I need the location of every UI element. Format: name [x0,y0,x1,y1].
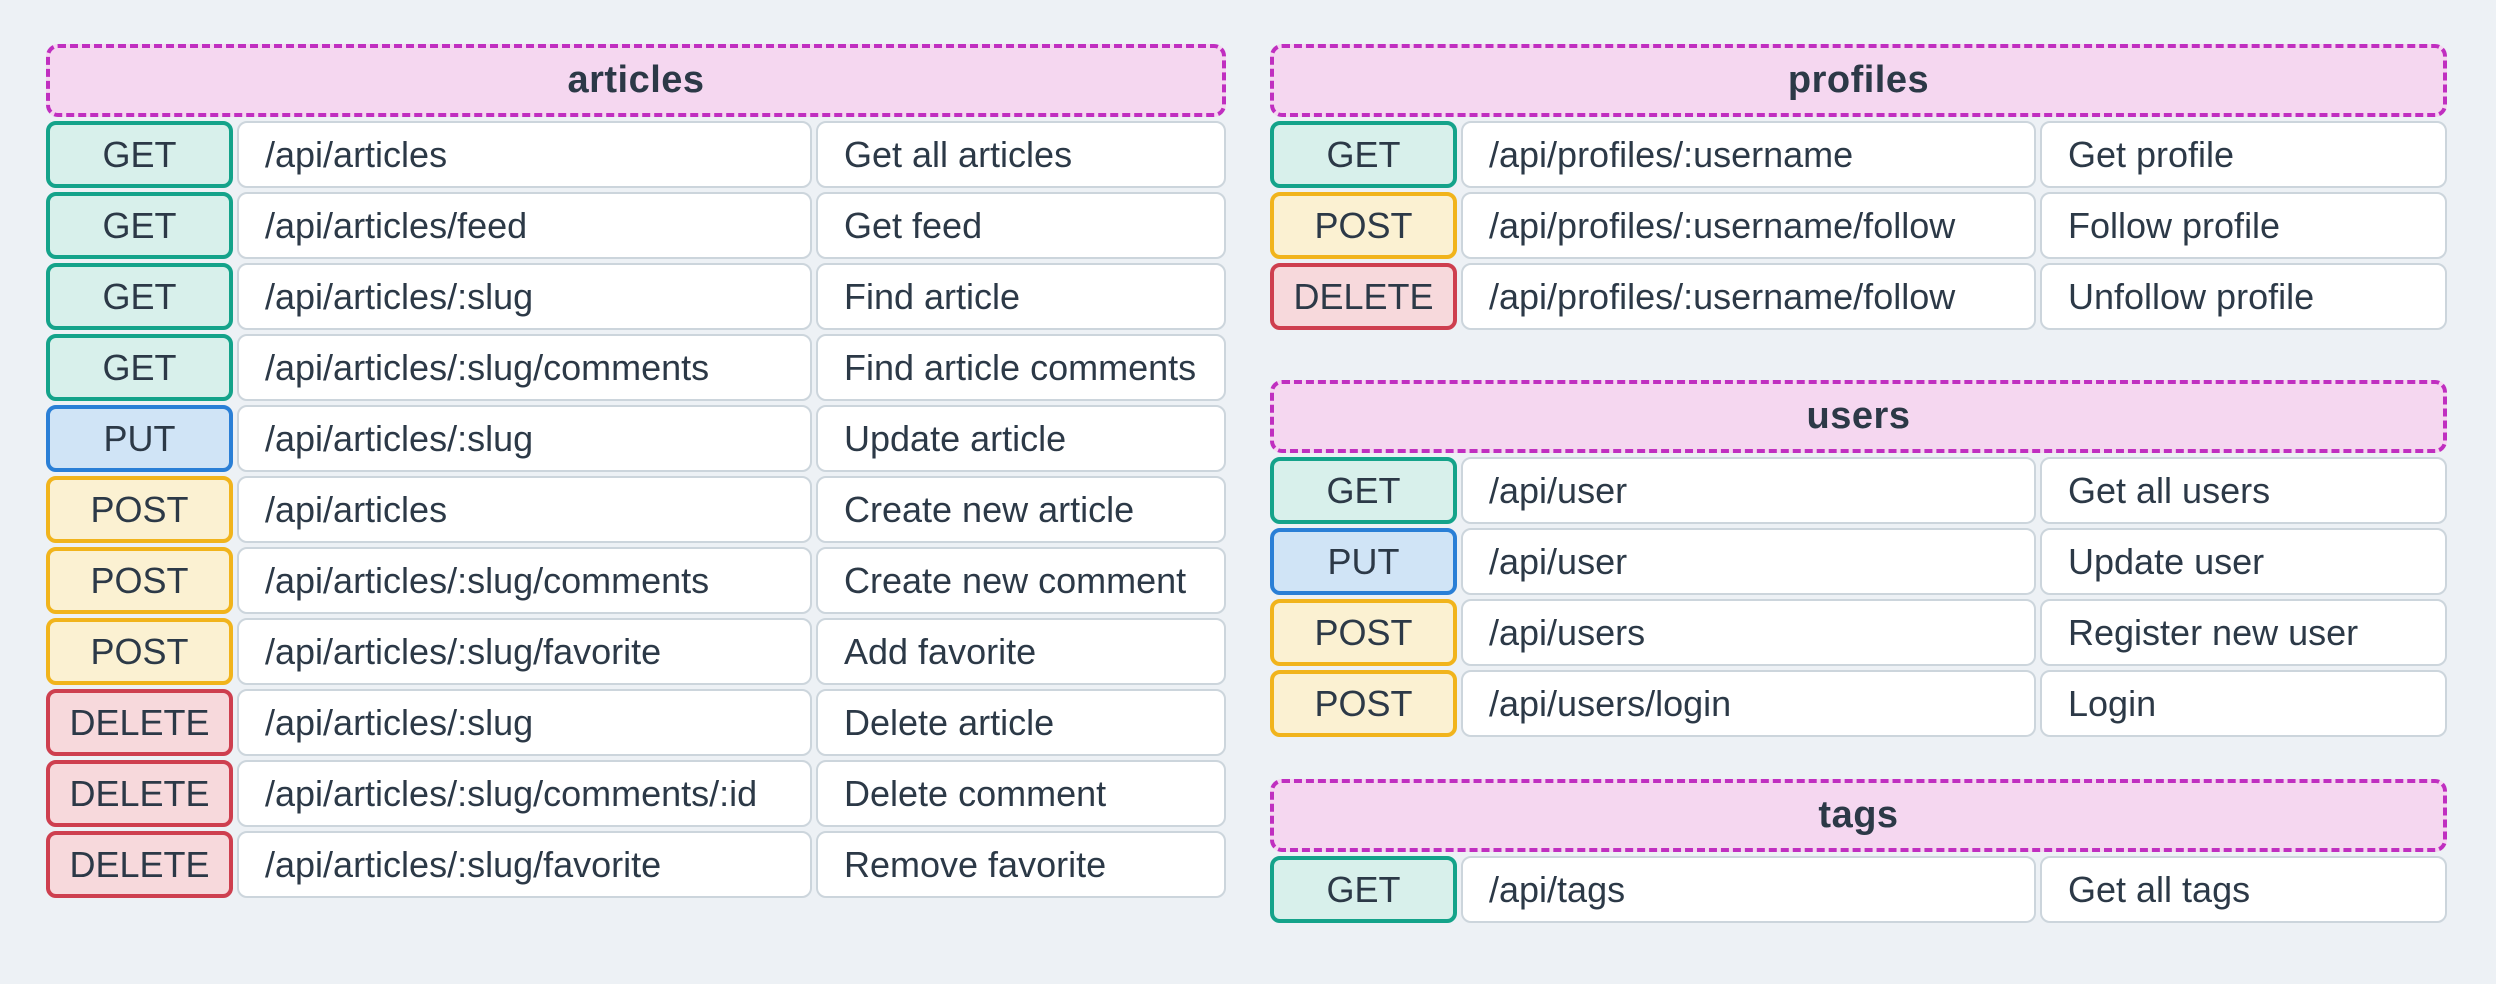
route-description: Get all articles [816,121,1226,188]
route-description: Login [2040,670,2447,737]
route-description: Create new comment [816,547,1226,614]
route-description: Delete article [816,689,1226,756]
table-row: POST /api/users Register new user [1270,599,2447,666]
route-path: /api/articles/:slug/comments [237,334,812,401]
table-row: DELETE /api/articles/:slug/comments/:id … [46,760,1226,827]
route-path: /api/users [1461,599,2036,666]
route-path: /api/tags [1461,856,2036,923]
method-badge-get: GET [46,334,233,401]
table-row: GET /api/user Get all users [1270,457,2447,524]
route-path: /api/articles/:slug/comments/:id [237,760,812,827]
table-header: profiles [1270,44,2447,117]
table-row: GET /api/profiles/:username Get profile [1270,121,2447,188]
route-path: /api/profiles/:username [1461,121,2036,188]
table-rows: GET /api/articles Get all articles GET /… [46,121,1226,898]
route-path: /api/user [1461,528,2036,595]
route-description: Get all users [2040,457,2447,524]
method-badge-delete: DELETE [46,689,233,756]
method-badge-post: POST [1270,599,1457,666]
method-badge-post: POST [46,476,233,543]
route-description: Add favorite [816,618,1226,685]
api-table-articles: articles GET /api/articles Get all artic… [46,44,1226,898]
table-row: PUT /api/articles/:slug Update article [46,405,1226,472]
table-rows: GET /api/profiles/:username Get profile … [1270,121,2447,330]
route-description: Create new article [816,476,1226,543]
route-description: Get profile [2040,121,2447,188]
table-row: PUT /api/user Update user [1270,528,2447,595]
route-description: Remove favorite [816,831,1226,898]
method-badge-delete: DELETE [46,760,233,827]
route-path: /api/articles/:slug/favorite [237,618,812,685]
route-description: Delete comment [816,760,1226,827]
route-path: /api/user [1461,457,2036,524]
route-description: Update article [816,405,1226,472]
right-column: profiles GET /api/profiles/:username Get… [1270,44,2447,927]
route-path: /api/articles/:slug [237,263,812,330]
route-description: Find article comments [816,334,1226,401]
method-badge-get: GET [1270,457,1457,524]
table-row: POST /api/articles/:slug/comments Create… [46,547,1226,614]
route-description: Register new user [2040,599,2447,666]
route-path: /api/articles [237,121,812,188]
method-badge-delete: DELETE [1270,263,1457,330]
method-badge-post: POST [1270,670,1457,737]
route-description: Find article [816,263,1226,330]
method-badge-get: GET [1270,121,1457,188]
route-path: /api/profiles/:username/follow [1461,192,2036,259]
table-row: DELETE /api/profiles/:username/follow Un… [1270,263,2447,330]
route-description: Get all tags [2040,856,2447,923]
method-badge-delete: DELETE [46,831,233,898]
table-row: POST /api/users/login Login [1270,670,2447,737]
route-description: Update user [2040,528,2447,595]
route-description: Unfollow profile [2040,263,2447,330]
table-row: GET /api/articles/:slug/comments Find ar… [46,334,1226,401]
method-badge-get: GET [46,121,233,188]
method-badge-post: POST [46,618,233,685]
table-row: DELETE /api/articles/:slug Delete articl… [46,689,1226,756]
api-table-tags: tags GET /api/tags Get all tags [1270,779,2447,923]
route-path: /api/articles/:slug [237,405,812,472]
table-row: POST /api/articles/:slug/favorite Add fa… [46,618,1226,685]
table-row: GET /api/articles/:slug Find article [46,263,1226,330]
method-badge-put: PUT [46,405,233,472]
table-title: articles [567,59,705,101]
table-row: GET /api/tags Get all tags [1270,856,2447,923]
table-title: users [1806,395,1911,437]
route-path: /api/articles/:slug/comments [237,547,812,614]
table-title: tags [1818,794,1899,836]
method-badge-get: GET [46,263,233,330]
table-row: DELETE /api/articles/:slug/favorite Remo… [46,831,1226,898]
table-header: articles [46,44,1226,117]
api-table-users: users GET /api/user Get all users PUT /a… [1270,380,2447,737]
api-table-profiles: profiles GET /api/profiles/:username Get… [1270,44,2447,330]
table-row: GET /api/articles/feed Get feed [46,192,1226,259]
table-header: tags [1270,779,2447,852]
table-row: POST /api/profiles/:username/follow Foll… [1270,192,2447,259]
route-path: /api/profiles/:username/follow [1461,263,2036,330]
route-path: /api/articles/:slug [237,689,812,756]
route-path: /api/articles/:slug/favorite [237,831,812,898]
table-row: POST /api/articles Create new article [46,476,1226,543]
route-path: /api/users/login [1461,670,2036,737]
method-badge-get: GET [1270,856,1457,923]
method-badge-post: POST [46,547,233,614]
route-path: /api/articles [237,476,812,543]
method-badge-post: POST [1270,192,1457,259]
route-description: Get feed [816,192,1226,259]
method-badge-put: PUT [1270,528,1457,595]
left-column: articles GET /api/articles Get all artic… [46,44,1226,902]
method-badge-get: GET [46,192,233,259]
table-rows: GET /api/tags Get all tags [1270,856,2447,923]
table-rows: GET /api/user Get all users PUT /api/use… [1270,457,2447,737]
table-row: GET /api/articles Get all articles [46,121,1226,188]
table-header: users [1270,380,2447,453]
route-path: /api/articles/feed [237,192,812,259]
table-title: profiles [1787,59,1930,101]
route-description: Follow profile [2040,192,2447,259]
